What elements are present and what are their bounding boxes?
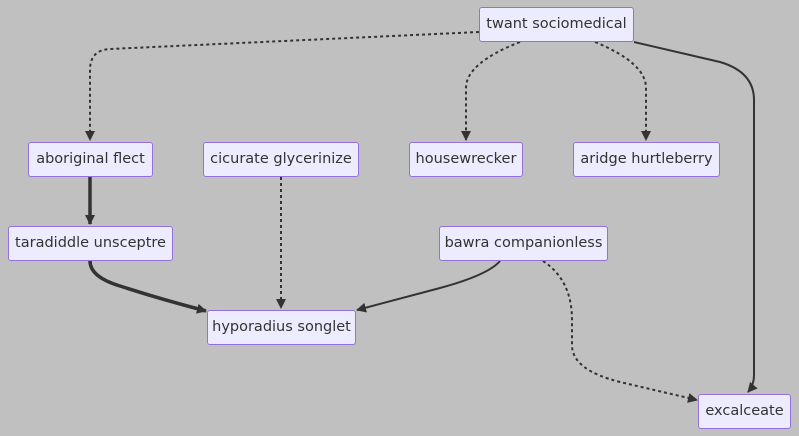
node-aboriginal-flect: aboriginal flect: [28, 142, 153, 177]
node-twant-sociomedical: twant sociomedical: [479, 7, 634, 42]
edge-bawra-to-excalceate: [542, 260, 698, 403]
node-housewrecker: housewrecker: [409, 142, 523, 177]
node-taradiddle-unsceptre: taradiddle unsceptre: [8, 226, 173, 261]
node-excalceate: excalceate: [698, 394, 791, 429]
node-hyporadius-songlet: hyporadius songlet: [207, 310, 356, 345]
node-aridge-hurtleberry: aridge hurtleberry: [573, 142, 720, 177]
edge-twant-to-excalceate: [633, 41, 758, 393]
node-bawra-companionless: bawra companionless: [439, 226, 608, 261]
edge-twant-to-housewrecker: [461, 41, 521, 141]
edge-taradiddle-to-hyporadius: [88, 260, 207, 314]
edge-bawra-to-hyporadius: [356, 260, 501, 313]
edge-twant-to-aridge: [594, 41, 651, 141]
node-cicurate-glycerinize: cicurate glycerinize: [203, 142, 359, 177]
edge-twant-to-aboriginal: [85, 31, 480, 141]
